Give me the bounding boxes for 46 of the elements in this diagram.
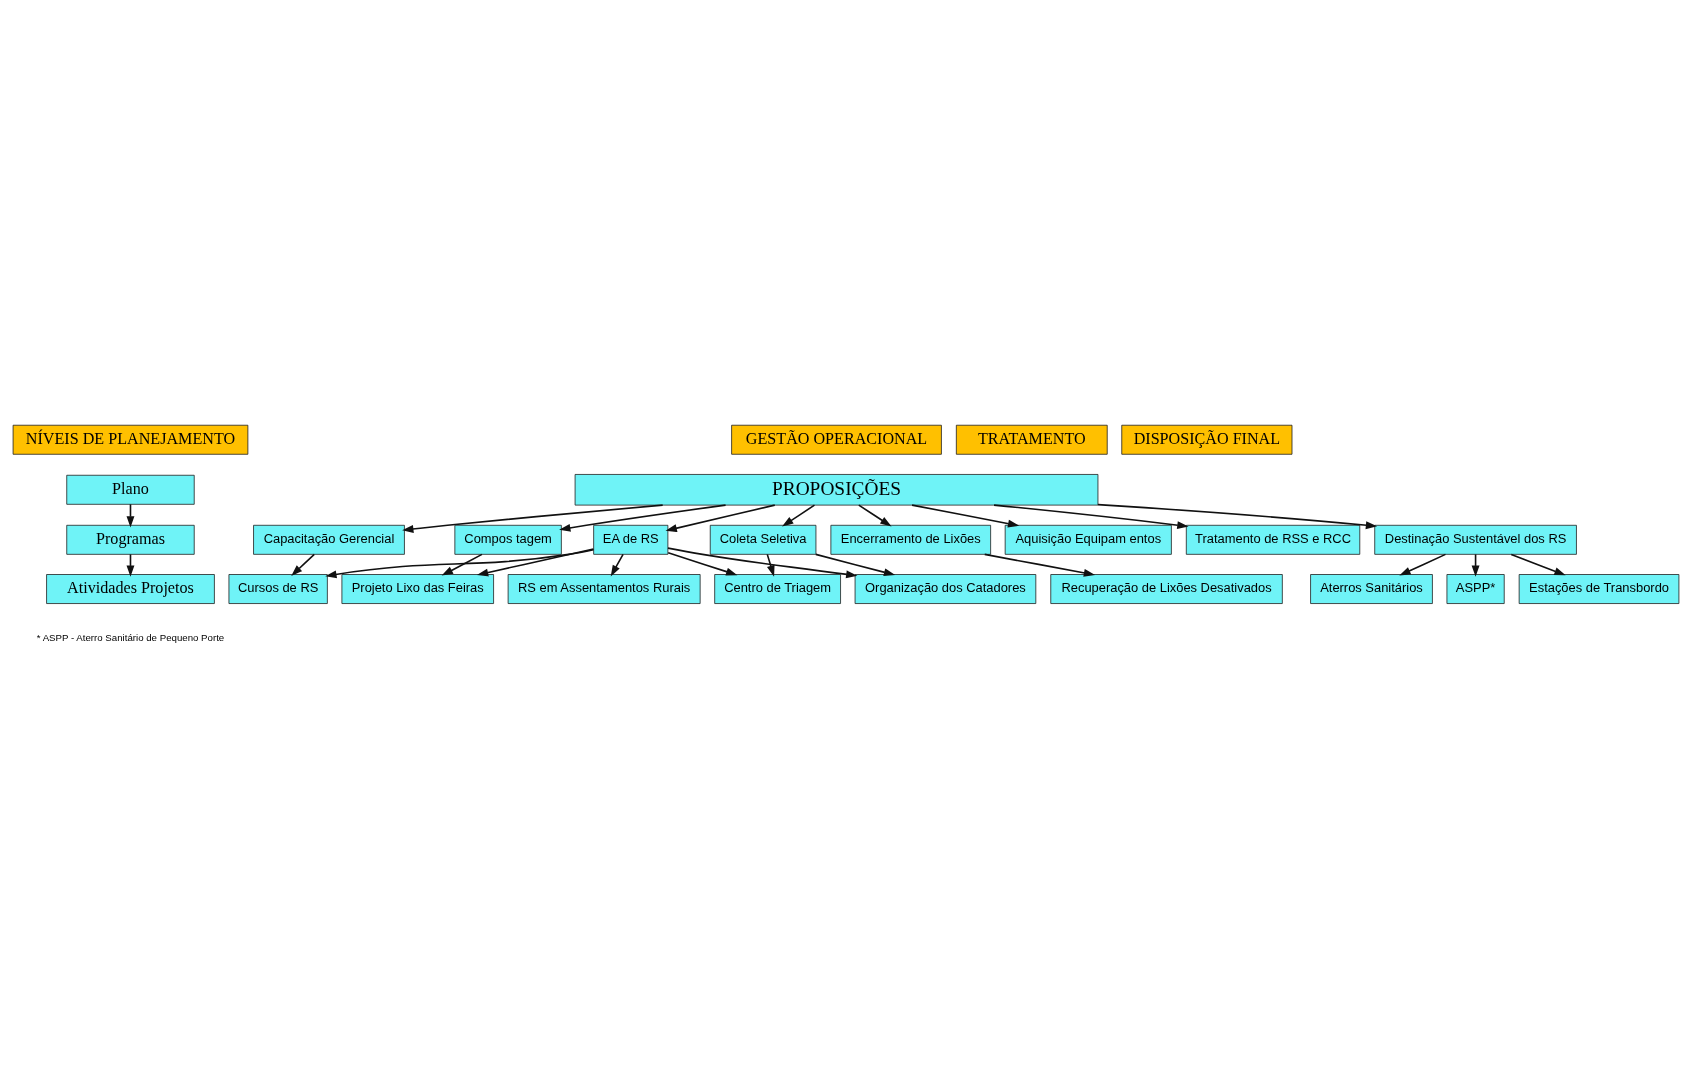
label: * ASPP - Aterro Sanitário de Pequeno Porte <box>36 631 225 643</box>
node-box: EA de RS <box>593 524 669 555</box>
node-box: RS em Assentamentos Rurais <box>507 573 701 604</box>
node-box: Projeto Lixo das Feiras <box>341 573 494 604</box>
node-box: Cursos de RS <box>228 573 328 604</box>
node-box: Recuperação de Lixões Desativados <box>1050 573 1283 604</box>
arrow <box>766 553 775 577</box>
arrow <box>559 503 727 532</box>
node-box: Centro de Triagem <box>714 573 841 604</box>
node-box: Plano <box>66 474 195 505</box>
arrow <box>291 553 316 576</box>
arrow <box>610 553 624 576</box>
arrow <box>1097 503 1378 529</box>
arrow <box>858 503 892 526</box>
arrow <box>815 553 896 576</box>
arrow <box>1399 553 1447 575</box>
node-box: Tratamento de RSS e RCC <box>1185 524 1361 555</box>
arrow <box>993 503 1189 529</box>
arrow <box>476 547 595 576</box>
node-box: DISPOSIÇÃO FINAL <box>1121 424 1293 455</box>
node-box: NÍVEIS DE PLANEJAMENTO <box>12 424 249 455</box>
arrow <box>667 546 858 578</box>
arrow <box>441 553 483 576</box>
arrow <box>667 551 738 575</box>
node-box: GESTÃO OPERACIONAL <box>731 424 942 455</box>
arrow <box>782 503 816 526</box>
node-box: Destinação Sustentável dos RS <box>1374 524 1577 555</box>
node-box: Encerramento de Lixões <box>830 524 992 555</box>
node-box: Organização dos Catadores <box>854 573 1037 604</box>
node-box: Aquisição Equipam entos <box>1004 524 1172 555</box>
node-box: Compos tagem <box>454 524 562 555</box>
node-box: Capacitação Gerencial <box>253 524 405 555</box>
node-box: Atividades Projetos <box>46 573 215 604</box>
node-box: PROPOSIÇÕES <box>574 473 1099 505</box>
node-box: Coleta Seletiva <box>709 524 817 555</box>
arrow <box>325 548 595 578</box>
node-box: ASPP* <box>1446 573 1505 604</box>
arrow <box>665 503 776 532</box>
arrow <box>911 503 1020 527</box>
node-box: Programas <box>66 524 195 555</box>
node-box: TRATAMENTO <box>955 424 1108 455</box>
node-box: Estações de Transbordo <box>1518 573 1680 604</box>
arrow <box>983 553 1096 577</box>
arrow <box>402 503 664 533</box>
arrow <box>1510 553 1566 575</box>
node-box: Aterros Sanitários <box>1310 573 1433 604</box>
